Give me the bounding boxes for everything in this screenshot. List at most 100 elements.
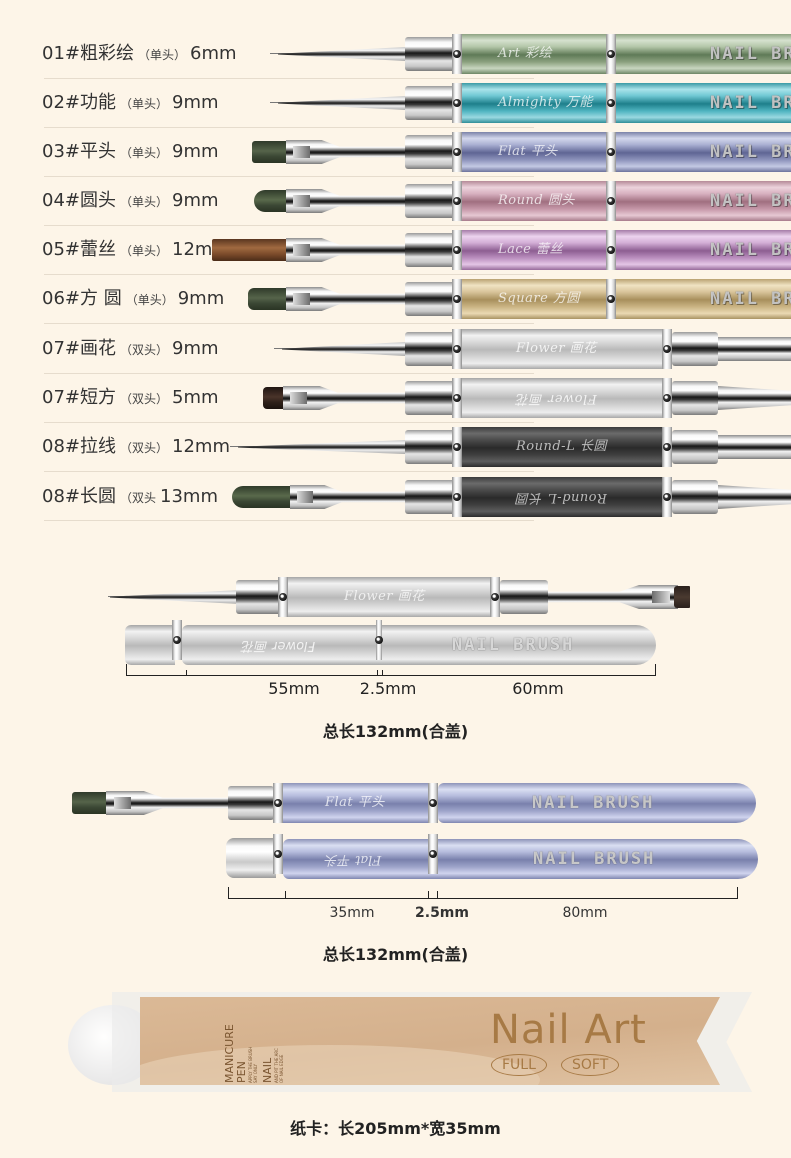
brush-label: 07#画花（双头）9mm bbox=[42, 324, 219, 373]
row-divider bbox=[44, 78, 534, 79]
dimension-tick bbox=[285, 891, 286, 899]
liner-tip bbox=[278, 47, 405, 61]
brush-label: 02#功能（单头）9mm bbox=[42, 78, 219, 127]
brush-row: 02#功能（单头）9mm Almighty 万能 NAIL BRUSH bbox=[0, 78, 791, 127]
handle-engraving: Flat 平头 bbox=[498, 144, 558, 159]
handle-end: NAIL BRUSH bbox=[616, 83, 791, 123]
brush-code: 01#粗彩绘 bbox=[42, 43, 134, 64]
brush-label: 01#粗彩绘 （单头）6mm bbox=[42, 29, 237, 78]
brush-row: 07#短方（双头）5mm Flower 画花 bbox=[0, 373, 791, 422]
handle-brand: NAIL BRUSH bbox=[710, 240, 791, 260]
band bbox=[428, 783, 438, 823]
band bbox=[490, 577, 500, 617]
package-pill-full: FULL bbox=[491, 1054, 547, 1076]
handle-brand: NAIL BRUSH bbox=[710, 142, 791, 162]
brush-hair bbox=[212, 239, 292, 261]
package-pill-soft: SOFT bbox=[561, 1054, 620, 1076]
package-side-text-nail: NAIL AND PIT THE ARC OF NAIL EDGE bbox=[261, 1048, 284, 1083]
package-caption: 纸卡：长205mm*宽35mm bbox=[290, 1119, 501, 1138]
collar bbox=[672, 430, 718, 464]
brush-size: 9mm bbox=[172, 92, 219, 113]
handle-engraving: Lace 蕾丝 bbox=[498, 242, 563, 257]
double-head-brush: Flower 画花 bbox=[0, 572, 791, 621]
band bbox=[452, 378, 462, 418]
brush-row: 01#粗彩绘（单头）6mm Art 彩绘 NAIL BRUSH bbox=[0, 29, 791, 78]
package: MANICURE PEN APPLY THE BRUSH SAY ONLY NA… bbox=[112, 992, 752, 1092]
brush-code: 07#短方 bbox=[42, 387, 116, 408]
brush-label: 06#方 圆（单头）9mm bbox=[42, 274, 224, 323]
cap-body: Flat 平头 NAIL BRUSH bbox=[283, 839, 758, 879]
brush-head-type: （双头 bbox=[120, 491, 157, 505]
band bbox=[452, 181, 462, 221]
handle-engraving: Round-L 长圆 bbox=[516, 490, 607, 505]
brush-size: 6mm bbox=[190, 43, 237, 64]
liner-tip bbox=[278, 96, 405, 110]
handle-engraving: Flat 平头 bbox=[325, 795, 385, 810]
brush-label: 03#平头（单头）9mm bbox=[42, 127, 219, 176]
row-divider bbox=[44, 422, 534, 423]
bolt-icon bbox=[173, 636, 181, 644]
brush-size: 9mm bbox=[172, 338, 219, 359]
bolt-icon bbox=[663, 443, 671, 451]
single-head-brush: Flat 平头 NAIL BRUSH bbox=[0, 778, 791, 827]
brush-image: Round-L 长圆 bbox=[0, 472, 791, 521]
handle: Flower 画花 bbox=[288, 577, 490, 617]
band bbox=[606, 132, 616, 172]
bolt-icon bbox=[453, 493, 461, 501]
collar bbox=[405, 184, 455, 218]
row-divider bbox=[44, 176, 534, 177]
handle-end: NAIL BRUSH bbox=[616, 230, 791, 270]
band bbox=[662, 378, 672, 418]
package-side-text: MANICURE PEN APPLY THE BRUSH SAY ONLY bbox=[223, 1024, 258, 1083]
brush-head-type: （双头） bbox=[120, 343, 169, 357]
brush-head-type: （单头） bbox=[125, 293, 174, 307]
liner-tip bbox=[282, 342, 405, 356]
ferrule bbox=[286, 287, 405, 311]
bolt-icon bbox=[279, 593, 287, 601]
band bbox=[452, 427, 462, 467]
brush-head-type: （单头） bbox=[120, 195, 169, 209]
brush-code: 04#圆头 bbox=[42, 190, 116, 211]
bolt-icon bbox=[607, 50, 615, 58]
bolt-icon bbox=[274, 850, 282, 858]
band bbox=[606, 230, 616, 270]
brush-hair bbox=[254, 190, 292, 212]
brush-hair bbox=[252, 141, 292, 163]
brush-size: 9mm bbox=[172, 141, 219, 162]
brush-size: 13mm bbox=[160, 486, 218, 507]
brush-row: 03#平头（单头）9mm Flat 平头 NAIL BRUSH bbox=[0, 127, 791, 176]
band bbox=[428, 834, 438, 874]
dimension-line bbox=[126, 675, 656, 676]
package-wave bbox=[140, 1045, 540, 1085]
handle-brand: NAIL BRUSH bbox=[710, 191, 791, 211]
brush-size: 9mm bbox=[172, 190, 219, 211]
handle: Art 彩绘 bbox=[462, 34, 607, 74]
collar bbox=[500, 580, 548, 614]
band bbox=[452, 279, 462, 319]
row-divider bbox=[44, 520, 534, 521]
cap-engraving: Flower 画花 bbox=[242, 638, 316, 653]
handle-brand: NAIL BRUSH bbox=[710, 93, 791, 113]
cap-body: Flower 画花 NAIL BRUSH bbox=[182, 625, 656, 665]
brush-head-type: （单头） bbox=[138, 48, 187, 62]
brush-size: 12mm bbox=[172, 436, 230, 457]
collar bbox=[405, 86, 455, 120]
brush-code: 06#方 圆 bbox=[42, 288, 122, 309]
total-length: 总长132mm(合盖) bbox=[322, 945, 469, 964]
collar bbox=[672, 480, 718, 514]
back-tip bbox=[718, 485, 791, 509]
brush-row: 04#圆头 （单头）9mm Round 圆头 NAIL BRUSH bbox=[0, 176, 791, 225]
package-card: MANICURE PEN APPLY THE BRUSH SAY ONLY NA… bbox=[140, 997, 720, 1085]
brush-image: Round 圆头 NAIL BRUSH bbox=[0, 176, 791, 225]
collar bbox=[405, 135, 455, 169]
handle: Round-L 长圆 bbox=[462, 427, 662, 467]
brush-hair bbox=[72, 792, 110, 814]
bolt-icon bbox=[453, 295, 461, 303]
package-title: Nail Art bbox=[490, 1007, 647, 1053]
dimension-tick bbox=[228, 887, 229, 899]
dimension-label: 60mm bbox=[512, 679, 564, 698]
dimension-label: 55mm bbox=[268, 679, 320, 698]
brush-image: Lace 蕾丝 NAIL BRUSH bbox=[0, 225, 791, 274]
brush-head-type: （双头） bbox=[120, 392, 169, 406]
